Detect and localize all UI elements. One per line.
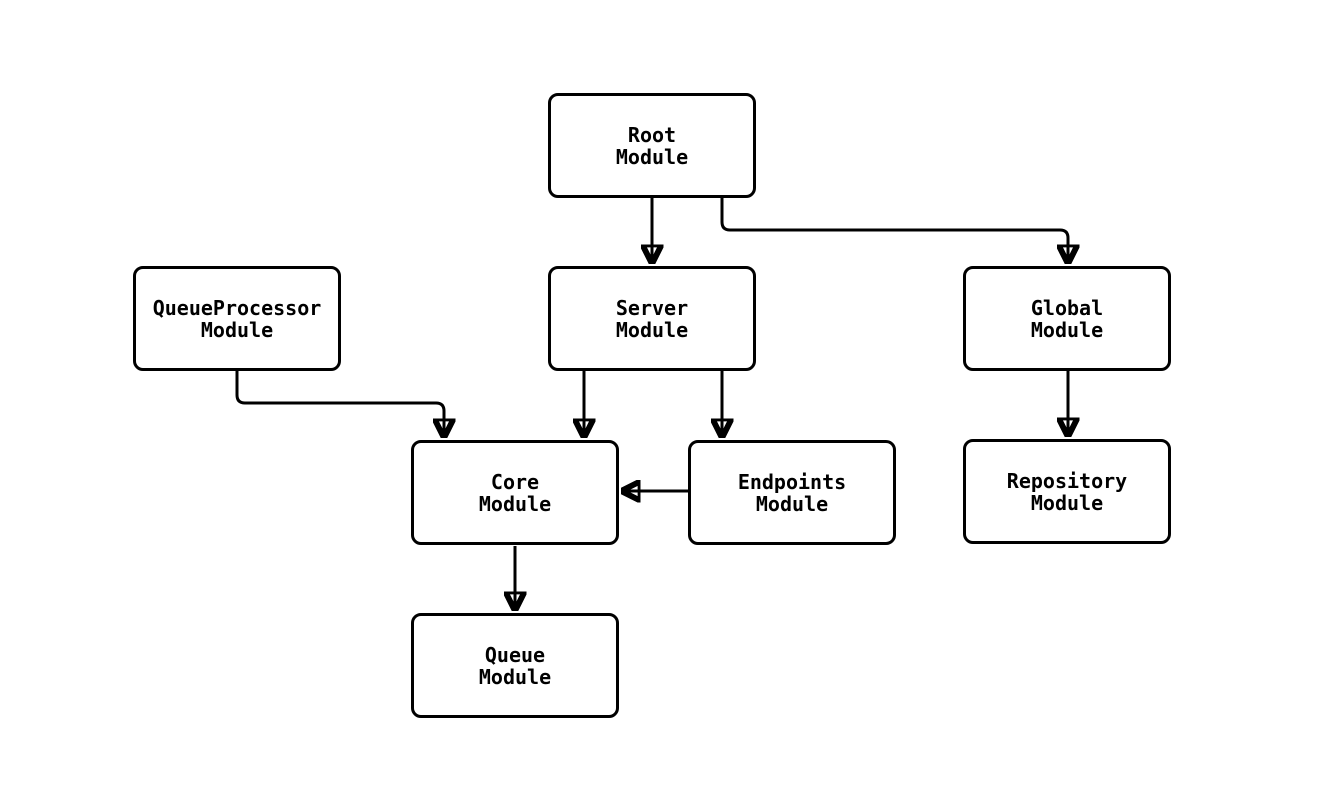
node-queueprocessor-module-label: QueueProcessor Module	[152, 295, 322, 342]
node-queueprocessor-module: QueueProcessor Module	[133, 266, 341, 371]
edge-queueprocessor-to-core	[235, 371, 444, 436]
node-repository-module-label: Repository Module	[1006, 468, 1128, 515]
node-repository-module: Repository Module	[963, 439, 1171, 544]
node-queue-module-label: Queue Module	[478, 642, 552, 689]
node-global-module-label: Global Module	[1030, 295, 1104, 342]
node-server-module: Server Module	[548, 266, 756, 371]
node-server-module-label: Server Module	[615, 295, 689, 342]
node-endpoints-module-label: Endpoints Module	[737, 469, 847, 516]
node-root-module-label: Root Module	[615, 122, 689, 169]
node-global-module: Global Module	[963, 266, 1171, 371]
node-endpoints-module: Endpoints Module	[688, 440, 896, 545]
node-queue-module: Queue Module	[411, 613, 619, 718]
node-core-module: Core Module	[411, 440, 619, 545]
node-root-module: Root Module	[548, 93, 756, 198]
edge-root-to-global	[720, 198, 1068, 262]
node-core-module-label: Core Module	[478, 469, 552, 516]
